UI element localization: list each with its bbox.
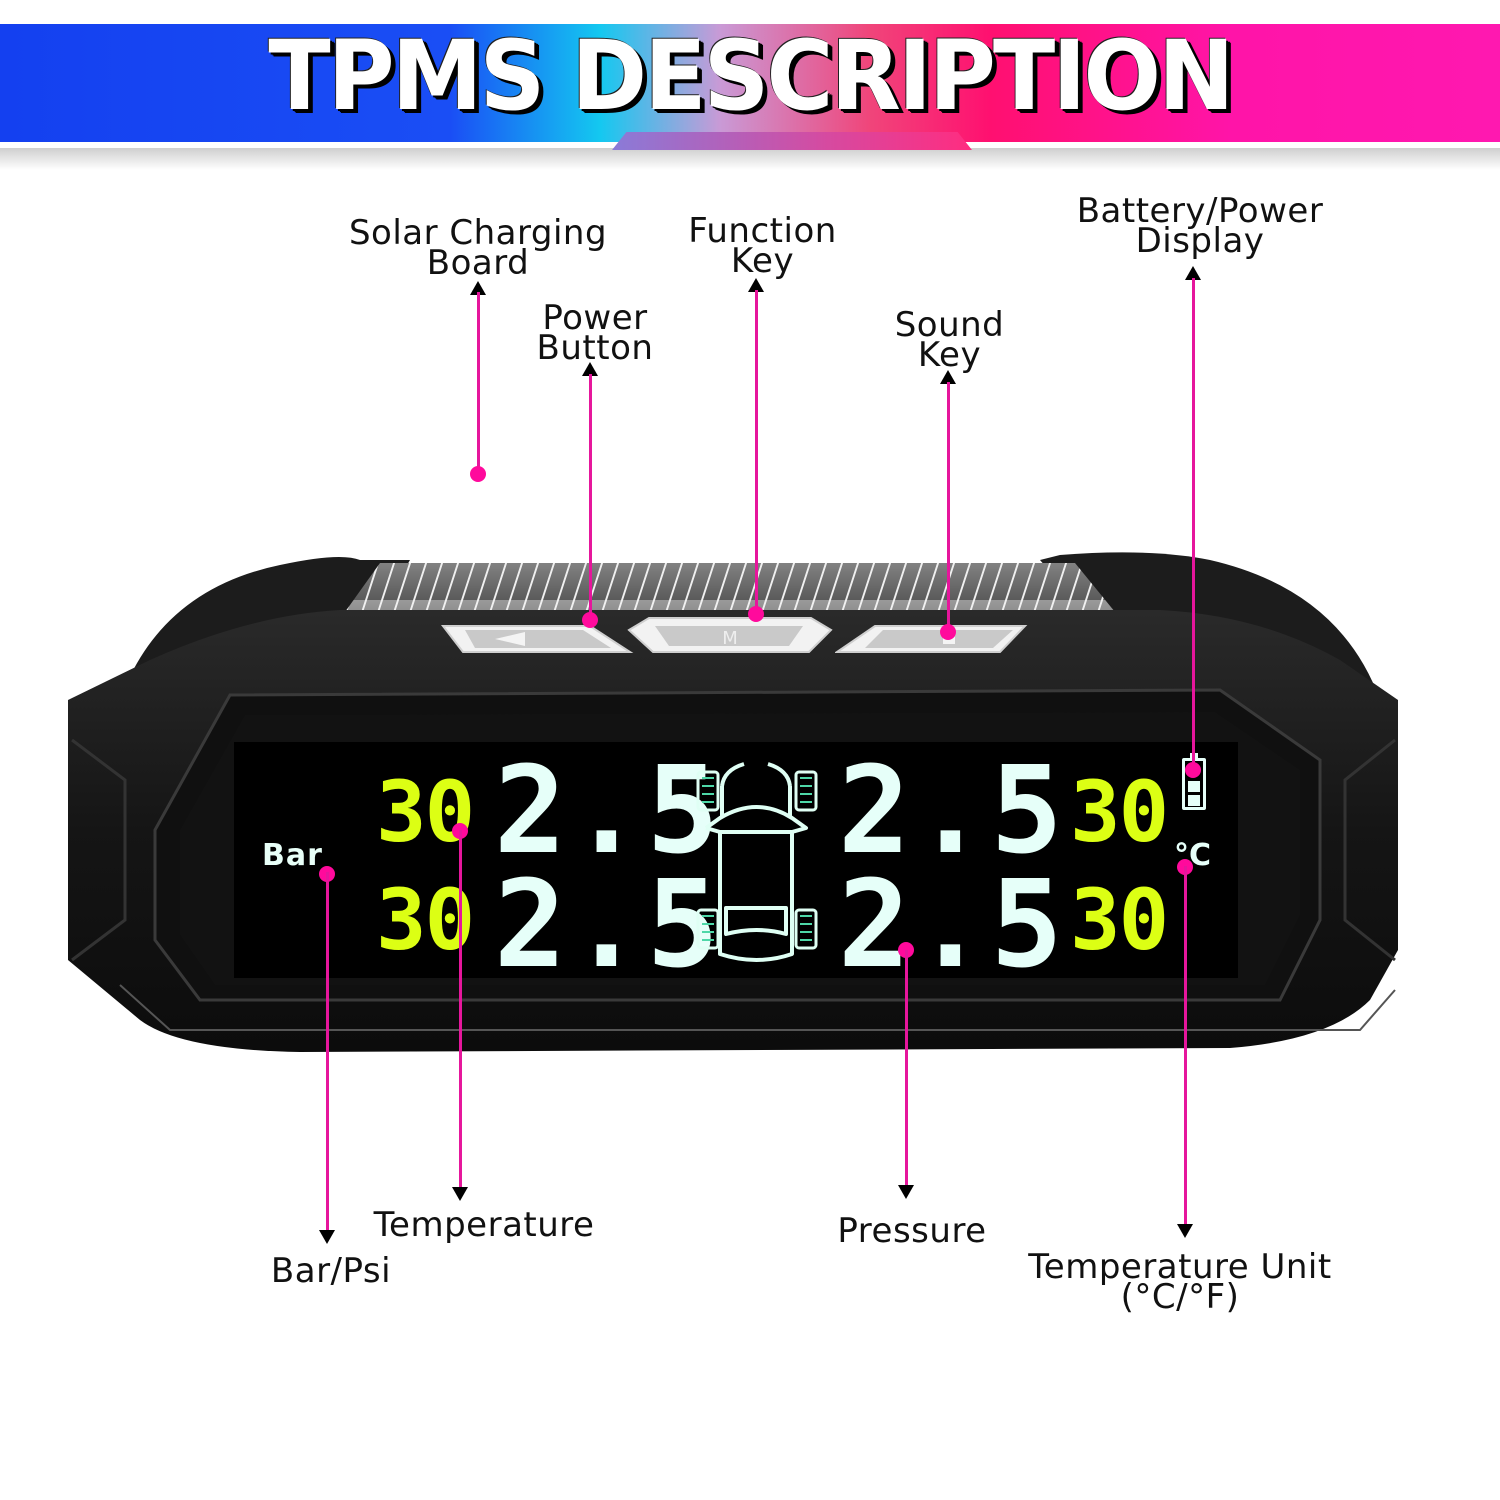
leader-temperature: [459, 830, 462, 1188]
dot-solar: [470, 466, 486, 482]
arrow-function: [748, 278, 764, 292]
leader-pressure: [905, 950, 908, 1186]
banner-shadow: [0, 148, 1500, 170]
arrow-pressure: [898, 1185, 914, 1199]
label-temperature-unit: Temperature Unit (°C/°F): [1028, 1247, 1332, 1317]
leader-temperature-unit: [1184, 866, 1187, 1224]
leader-sound: [947, 382, 950, 630]
leader-function: [755, 290, 758, 612]
label-sound-key: Sound Key: [894, 305, 1005, 375]
dot-battery: [1185, 762, 1201, 778]
sound-key[interactable]: [835, 618, 1030, 658]
power-arrow-icon: [495, 632, 525, 646]
leader-solar: [477, 292, 480, 472]
leader-power: [589, 374, 592, 618]
arrow-solar: [470, 281, 486, 295]
temp-front-right: 30: [1070, 763, 1169, 861]
temp-rear-right: 30: [1070, 871, 1169, 969]
banner-notch: [612, 132, 972, 150]
pressure-front-right: 2.5: [838, 742, 1067, 881]
dot-function: [748, 606, 764, 622]
page-title: TPMS DESCRIPTION: [268, 20, 1234, 132]
lcd-screen: [234, 742, 1238, 978]
pressure-front-left: 2.5: [494, 742, 723, 881]
arrow-power: [582, 362, 598, 376]
label-function-key: Function Key: [688, 211, 837, 281]
arrow-barpsi: [319, 1230, 335, 1244]
function-glyph-icon: M: [722, 628, 738, 649]
pressure-unit-indicator: Bar: [262, 838, 323, 873]
arrow-temperature: [452, 1187, 468, 1201]
label-pressure: Pressure: [837, 1211, 987, 1251]
label-temperature: Temperature: [373, 1205, 595, 1245]
leader-battery: [1192, 278, 1195, 768]
pressure-rear-left: 2.5: [494, 856, 723, 995]
pressure-rear-right: 2.5: [838, 856, 1067, 995]
label-bar-psi: Bar/Psi: [270, 1251, 392, 1291]
label-solar-charging-board: Solar Charging Board: [348, 213, 608, 283]
dot-power: [582, 612, 598, 628]
power-button[interactable]: [435, 618, 635, 658]
arrow-temperature-unit: [1177, 1224, 1193, 1238]
label-power-button: Power Button: [536, 298, 654, 368]
label-battery-power-display: Battery/Power Display: [1076, 191, 1324, 261]
arrow-sound: [940, 370, 956, 384]
arrow-battery: [1185, 266, 1201, 280]
car-top-view-icon: [696, 762, 818, 962]
dot-sound: [940, 624, 956, 640]
leader-barpsi: [326, 872, 329, 1230]
function-key[interactable]: M: [625, 614, 835, 656]
